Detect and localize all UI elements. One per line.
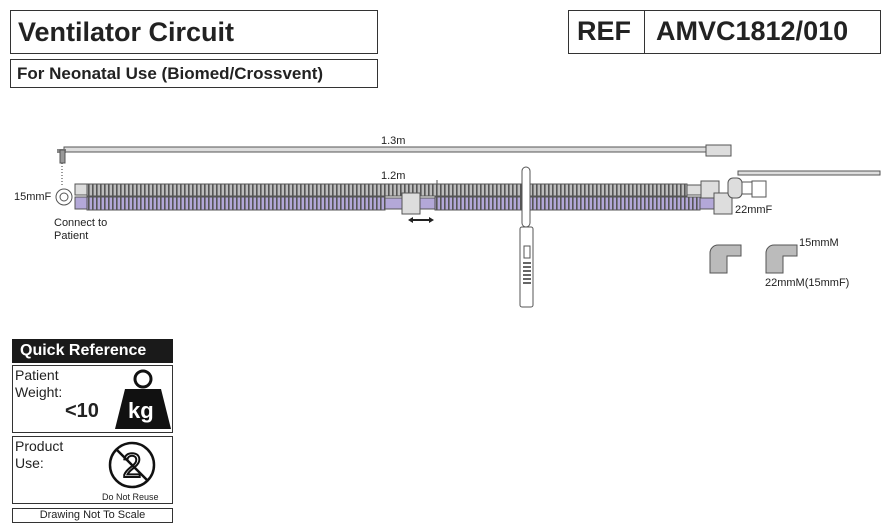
slide-arrow-icon [408,217,434,223]
use-label-line2: Use: [15,455,44,471]
machine-connector-size: 22mmF [735,204,773,216]
patient-wye-connector [55,188,73,206]
weight-unit: kg [128,398,154,423]
use-value: Do Not Reuse [102,492,159,502]
ref-box: REF AMVC1812/010 [568,10,881,54]
weight-value: <10 [65,400,99,422]
weight-panel: Patient Weight: <10 kg [12,365,173,433]
tube-length: 1.2m [381,170,406,182]
page-title: Ventilator Circuit [18,17,235,47]
quick-reference-header: Quick Reference [12,339,173,363]
weight-icon [115,369,171,429]
expiratory-tube [74,192,733,215]
ref-code: AMVC1812/010 [656,16,849,46]
scale-note: Drawing Not To Scale [39,509,146,521]
use-label-line1: Product [15,438,64,454]
elbow-adapter-small [765,244,798,274]
machine-end-manifold [727,170,881,199]
subtitle-box: For Neonatal Use (Biomed/Crossvent) [10,59,378,88]
adapter-small-size: 15mmM [799,237,839,249]
ref-label: REF [577,16,631,46]
gas-sampling-line [57,144,732,187]
patient-note-line2: Patient [54,230,89,242]
title-box: Ventilator Circuit [10,10,378,54]
elbow-adapter-large [709,244,742,274]
use-panel: Product Use: 2 Do Not Reuse [12,436,173,504]
adapter-large-size: 22mmM(15mmF) [765,277,850,289]
water-trap-clamp [519,166,534,308]
ref-divider [644,11,645,53]
patient-note-line1: Connect to [54,217,108,229]
gas-line-length: 1.3m [381,135,406,147]
inspiratory-tube [74,180,720,200]
patient-connector-size: 15mmF [14,191,52,203]
quick-reference-title: Quick Reference [20,342,147,359]
weight-label-line1: Patient [15,367,59,383]
scale-note-box: Drawing Not To Scale [12,508,173,523]
weight-label-line2: Weight: [15,384,63,400]
subtitle: For Neonatal Use (Biomed/Crossvent) [17,64,324,83]
do-not-reuse-icon: 2 [108,441,156,489]
